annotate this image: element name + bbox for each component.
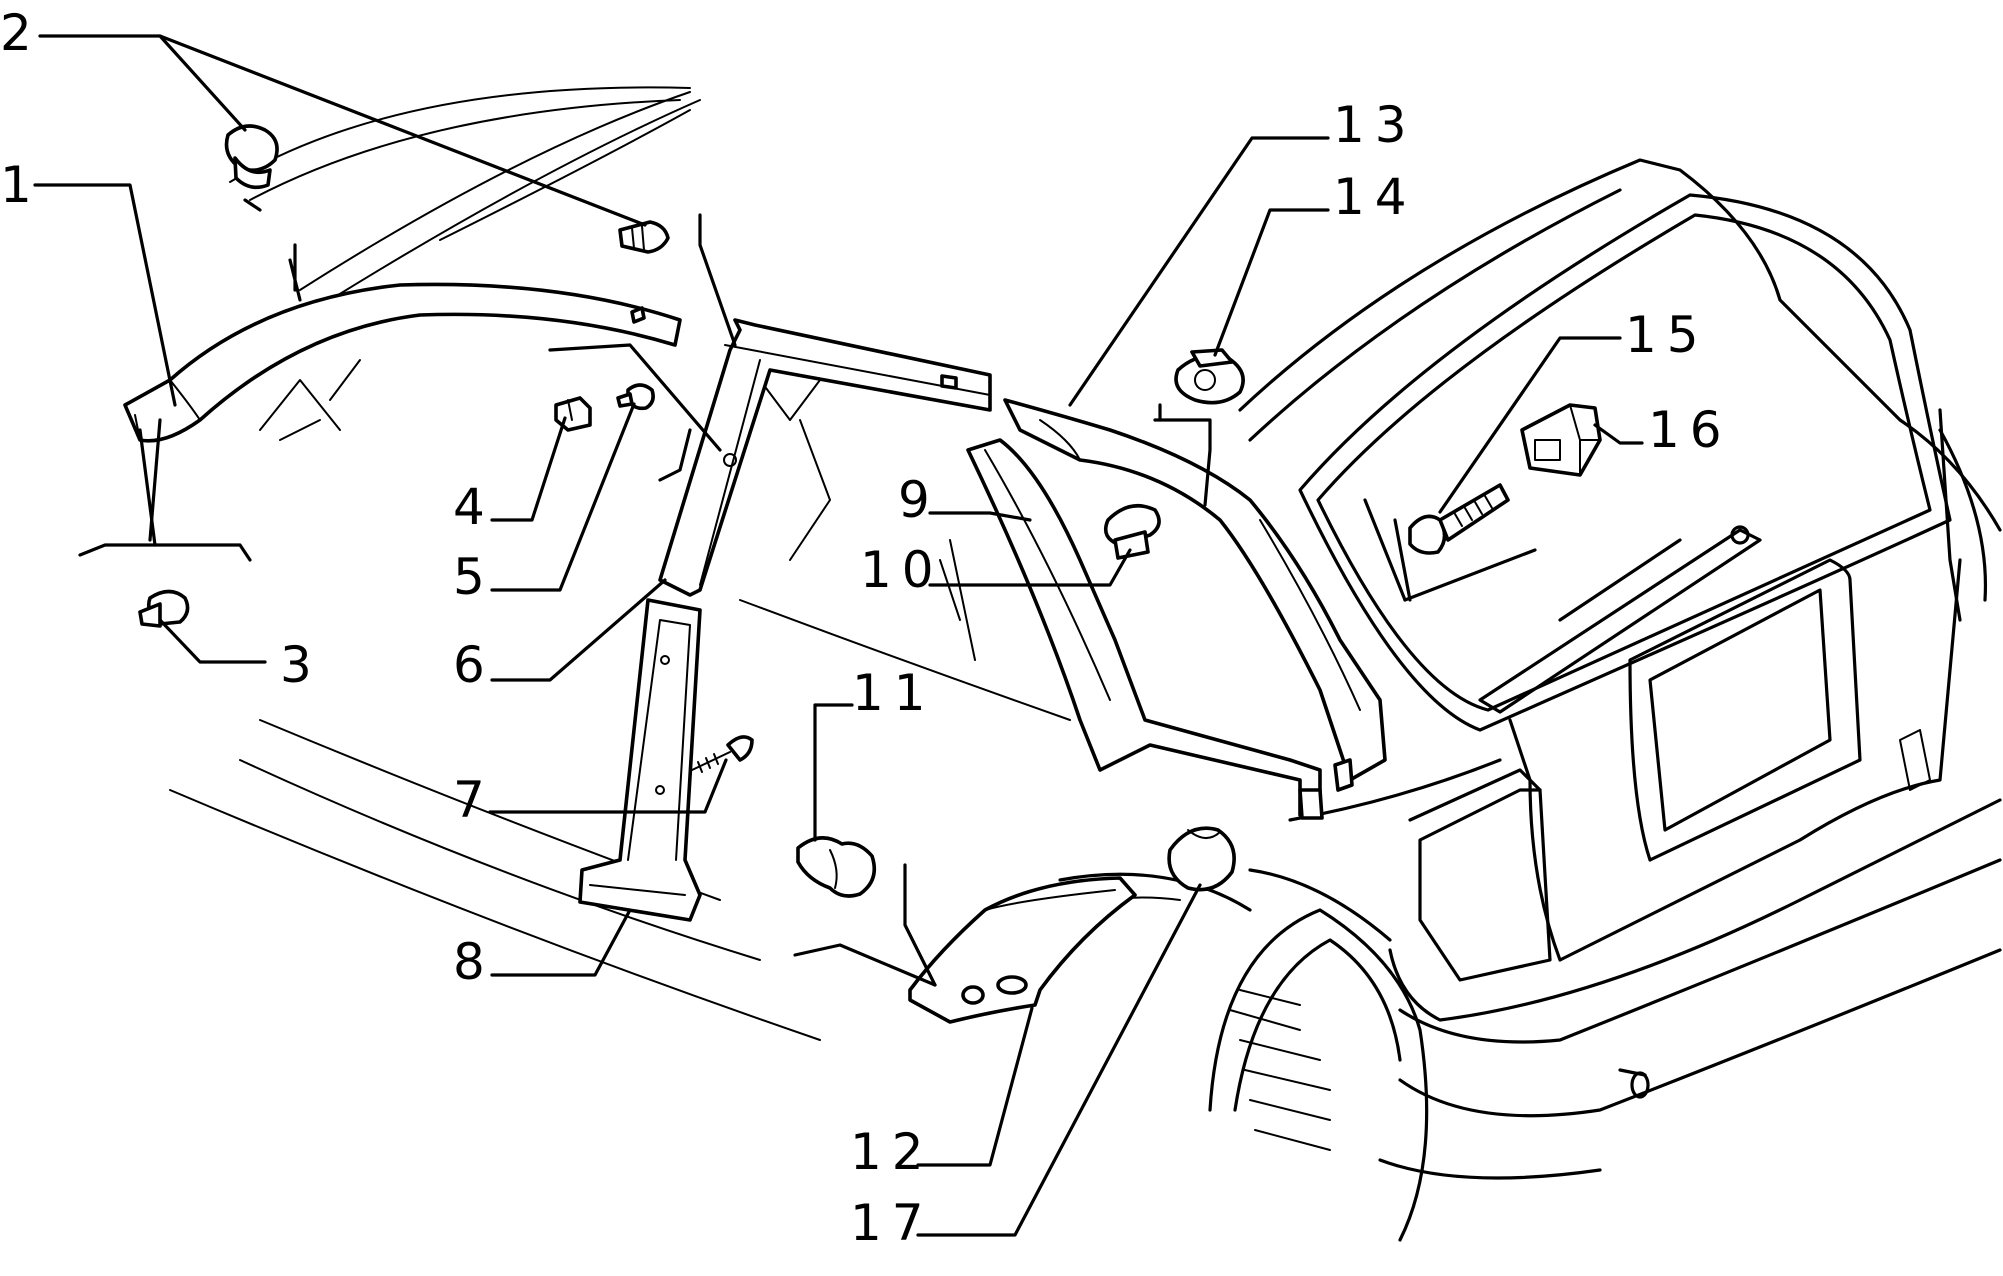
callout-13: 13 bbox=[1333, 96, 1417, 154]
part-3-push-clip bbox=[138, 589, 190, 628]
leader-lines bbox=[33, 34, 1644, 1237]
callout-16: 16 bbox=[1648, 401, 1732, 459]
callout-7: 7 bbox=[453, 771, 495, 829]
part-9-c-pillar-lower-trim bbox=[966, 438, 1324, 820]
part-1-front-pillar-trim bbox=[123, 282, 682, 443]
part-15-bolt bbox=[1408, 483, 1510, 555]
part-13-c-pillar-upper-trim bbox=[1003, 398, 1387, 792]
callout-8: 8 bbox=[453, 933, 495, 991]
part-2-clip-upper bbox=[224, 124, 279, 190]
part-12-trim-bracket bbox=[908, 876, 1137, 1024]
part-8-b-pillar-lower-trim bbox=[578, 598, 702, 922]
callout-6: 6 bbox=[453, 636, 495, 694]
callout-15: 15 bbox=[1625, 306, 1709, 364]
callout-5: 5 bbox=[453, 548, 495, 606]
part-11-clip bbox=[796, 836, 877, 898]
part-6-b-pillar-upper-trim bbox=[658, 318, 992, 597]
callout-11: 11 bbox=[852, 664, 936, 722]
callout-9: 9 bbox=[898, 471, 940, 529]
part-17-grommet bbox=[1167, 826, 1236, 892]
callout-10: 10 bbox=[860, 541, 944, 599]
part-14-clip bbox=[1174, 348, 1245, 405]
part-2-clip-right bbox=[618, 220, 670, 254]
callout-17: 17 bbox=[850, 1194, 934, 1252]
callout-4: 4 bbox=[453, 478, 495, 536]
callout-1: 1 bbox=[0, 156, 42, 214]
part-7-screw bbox=[691, 735, 754, 773]
callout-14: 14 bbox=[1333, 168, 1417, 226]
callout-12: 12 bbox=[850, 1123, 934, 1181]
part-16-square-nut bbox=[1520, 403, 1602, 477]
callout-2: 2 bbox=[0, 4, 42, 62]
part-5-screw bbox=[616, 383, 655, 411]
callout-3: 3 bbox=[280, 636, 322, 694]
part-10-clip bbox=[1103, 503, 1161, 560]
